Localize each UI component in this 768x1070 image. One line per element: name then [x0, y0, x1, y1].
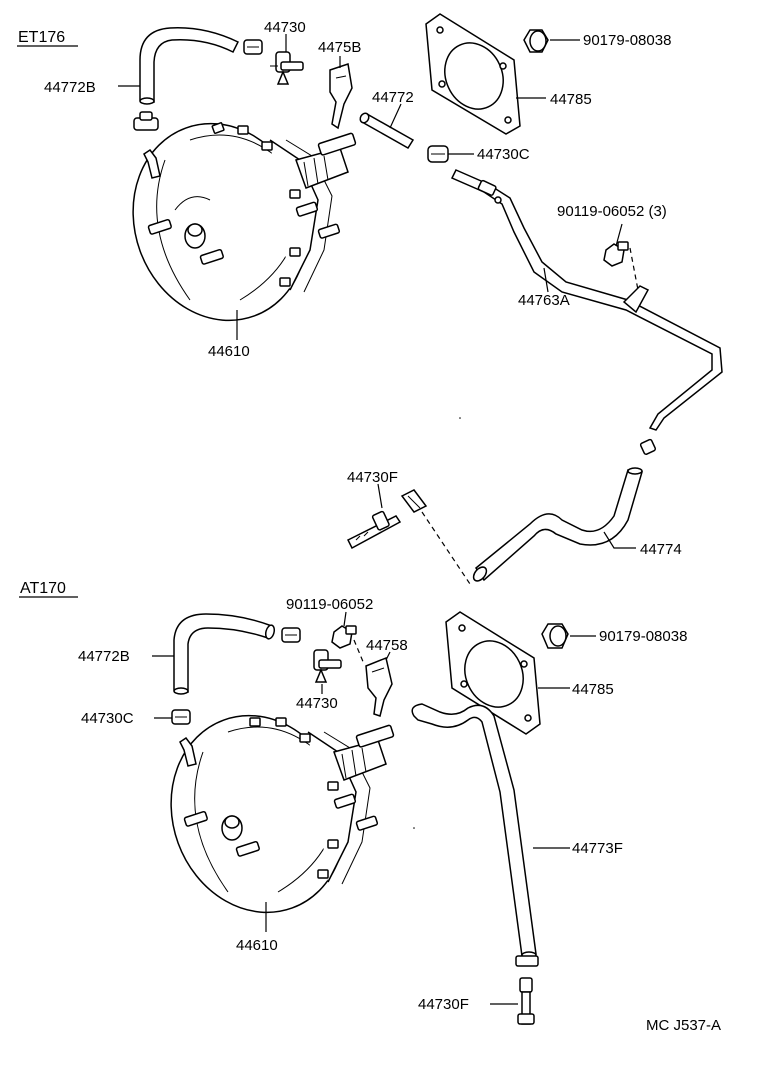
label-44730: 44730: [264, 19, 306, 36]
leader-lines-top: [118, 34, 636, 549]
label-90119: 90119-06052 (3): [557, 203, 667, 220]
label-90179: 90179-08038: [583, 32, 671, 49]
hose-clip-44730c: [133, 111, 159, 131]
assembly-guide: [353, 639, 365, 665]
clip-44730c: [171, 709, 191, 725]
label-44730c: 44730C: [477, 146, 530, 163]
label-44730: 44730: [296, 695, 338, 712]
bolt-90119: [331, 625, 357, 649]
label-90179: 90179-08038: [599, 628, 687, 645]
vacuum-line-44763a: [450, 169, 723, 455]
label-44730f: 44730F: [418, 996, 469, 1013]
label-44763a: 44763A: [518, 292, 570, 309]
check-valve-44730f: [346, 510, 402, 550]
check-valve-44730: [313, 649, 342, 683]
label-44773f: 44773F: [572, 840, 623, 857]
assembly-guide: [629, 247, 639, 291]
label-44758: 44758: [366, 637, 408, 654]
hose-clamp: [281, 627, 301, 643]
nut-90179: [541, 623, 569, 649]
label-44758: 4475B: [318, 39, 361, 56]
section-label-at170: AT170: [20, 580, 66, 597]
label-44772b: 44772B: [78, 648, 130, 665]
label-44772b: 44772B: [44, 79, 96, 96]
gasket-44785: [445, 611, 541, 735]
assembly-guide: [421, 511, 471, 585]
section-at170: AT170: [19, 580, 687, 1025]
vacuum-hose-44773f: [411, 703, 537, 959]
short-hose-44772: [359, 112, 415, 150]
vacuum-hose-44774: [472, 467, 643, 582]
label-44785: 44785: [572, 681, 614, 698]
clip-44730c: [427, 145, 449, 163]
vacuum-hose-44772b: [139, 27, 240, 103]
gasket-44785: [425, 13, 521, 135]
nut-90179: [523, 29, 549, 53]
check-valve-44730: [270, 51, 304, 85]
label-44785: 44785: [550, 91, 592, 108]
bracket-44758: [365, 656, 393, 717]
leader-lines-bottom: [152, 611, 596, 1005]
diagram-reference-code: MC J537-A: [646, 1017, 721, 1034]
check-valve-44730f: [515, 955, 539, 1025]
label-44610: 44610: [236, 937, 278, 954]
bracket-44758: [329, 63, 353, 130]
section-et176: ET176: [17, 13, 723, 585]
label-44730f: 44730F: [347, 469, 398, 486]
speck: [459, 417, 461, 419]
brake-booster-44610: [170, 714, 395, 914]
label-44772: 44772: [372, 89, 414, 106]
hose-end: [139, 97, 155, 105]
bolt-90119: [603, 241, 629, 267]
clip-44730f: [400, 489, 428, 513]
label-44730c: 44730C: [81, 710, 134, 727]
label-44610: 44610: [208, 343, 250, 360]
label-90119: 90119-06052: [286, 596, 373, 613]
section-label-et176: ET176: [18, 29, 65, 46]
vacuum-hose-44772b: [173, 613, 276, 695]
hose-clamp: [243, 39, 263, 55]
brake-booster-44610: [132, 122, 357, 322]
label-44774: 44774: [640, 541, 682, 558]
speck: [413, 827, 415, 829]
